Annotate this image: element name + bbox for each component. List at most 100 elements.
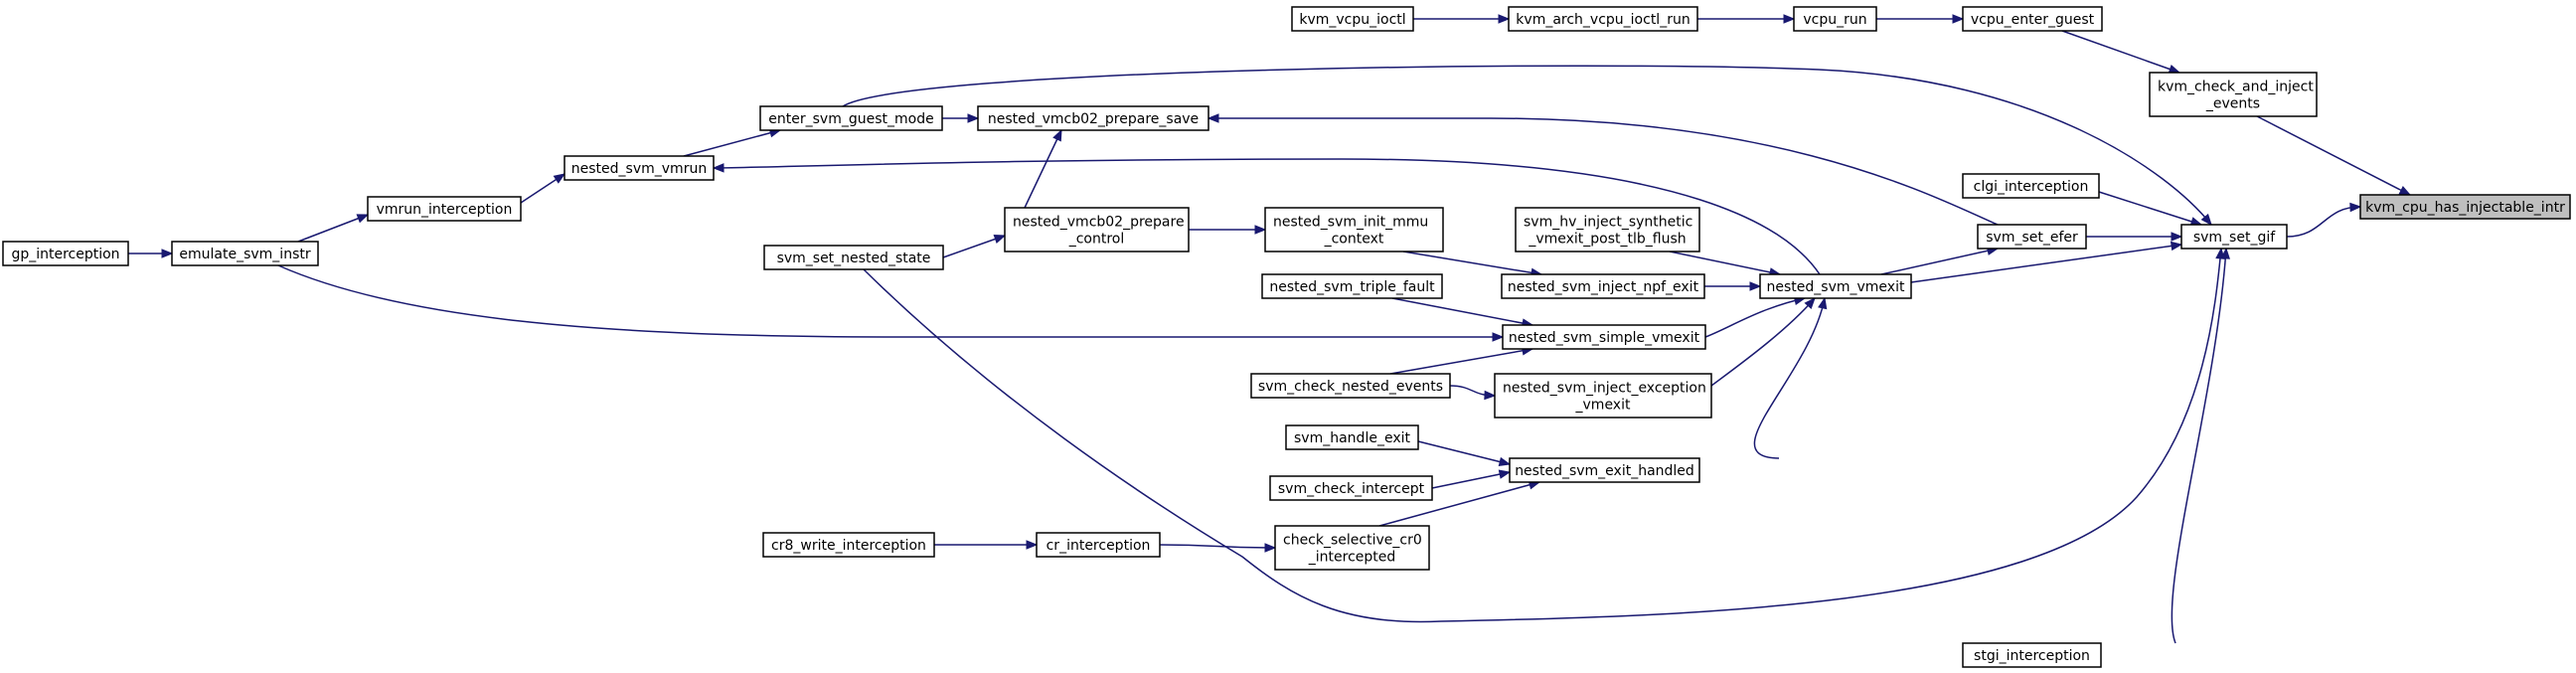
node-nested-svm-init-mmu-context[interactable]: nested_svm_init_mmu_context — [1264, 207, 1444, 252]
edge-arrowhead — [1264, 543, 1277, 553]
node-clgi-interception[interactable]: clgi_interception — [1962, 173, 2100, 199]
edge-nested-svm-init-mmu-context-to-nested-svm-inject-npf-exit — [1402, 251, 1542, 275]
node-svm-set-gif[interactable]: svm_set_gif — [2180, 224, 2288, 250]
node-nested-vmcb02-prepare-save[interactable]: nested_vmcb02_prepare_save — [977, 105, 1209, 131]
node-vcpu-enter-guest[interactable]: vcpu_enter_guest — [1962, 6, 2103, 32]
node-svm-handle-exit[interactable]: svm_handle_exit — [1285, 424, 1419, 450]
node-gp-interception[interactable]: gp_interception — [2, 241, 129, 266]
edge-svm-handle-exit-to-nested-svm-exit-handled — [1417, 440, 1511, 465]
node-label: nested_svm_vmexit — [1767, 279, 1905, 295]
node-check-selective-cr0-intercepted[interactable]: check_selective_cr0_intercepted — [1274, 525, 1430, 571]
node-box — [1508, 6, 1698, 32]
node-label: kvm_arch_vcpu_ioctl_run — [1516, 12, 1690, 28]
edge-nested-svm-vmexit-to-nested-svm-vmrun — [713, 158, 1821, 275]
node-label: nested_vmcb02_prepare_save — [988, 111, 1199, 127]
node-label: nested_svm_init_mmu — [1273, 215, 1428, 231]
node-label: kvm_check_and_inject — [2158, 80, 2314, 95]
node-kvm-vcpu-ioctl[interactable]: kvm_vcpu_ioctl — [1291, 6, 1414, 32]
node-box — [171, 241, 319, 266]
edge-nested-svm-exit-handled-to-nested-svm-vmexit — [1753, 297, 1826, 459]
node-label: nested_svm_inject_exception — [1503, 381, 1706, 397]
edge-arrowhead — [1498, 14, 1511, 24]
node-svm-set-efer[interactable]: svm_set_efer — [1977, 224, 2087, 250]
edge-kvm-check-and-inject-events-to-kvm-cpu-has-injectable-intr — [2256, 115, 2411, 196]
node-box — [1004, 207, 1190, 252]
node-svm-set-nested-state[interactable]: svm_set_nested_state — [763, 245, 944, 270]
node-svm-check-nested-events[interactable]: svm_check_nested_events — [1250, 373, 1451, 399]
edge-arrowhead — [1484, 390, 1497, 401]
node-emulate-svm-instr[interactable]: emulate_svm_instr — [171, 241, 319, 266]
node-cr8-write-interception[interactable]: cr8_write_interception — [762, 532, 935, 558]
node-box — [977, 105, 1209, 131]
node-label: svm_check_intercept — [1278, 481, 1425, 497]
node-label: nested_vmcb02_prepare — [1013, 215, 1185, 231]
node-box — [1264, 207, 1444, 252]
edge-arrowhead — [1804, 296, 1816, 309]
node-label: kvm_vcpu_ioctl — [1299, 12, 1405, 28]
node-cr-interception[interactable]: cr_interception — [1036, 532, 1161, 558]
node-box — [763, 245, 944, 270]
node-box — [1962, 173, 2100, 199]
node-nested-svm-inject-npf-exit[interactable]: nested_svm_inject_npf_exit — [1501, 273, 1705, 299]
node-label: cr8_write_interception — [771, 538, 926, 554]
node-vcpu-run[interactable]: vcpu_run — [1793, 6, 1877, 32]
edge-svm-set-nested-state-to-svm-set-gif — [863, 248, 2222, 623]
node-nested-svm-vmexit[interactable]: nested_svm_vmexit — [1759, 273, 1912, 299]
node-enter-svm-guest-mode[interactable]: enter_svm_guest_mode — [759, 105, 943, 131]
edge-nested-svm-vmexit-to-svm-set-efer — [1880, 248, 1999, 275]
node-box — [1261, 273, 1443, 299]
edge-clgi-interception-to-svm-set-gif — [2098, 191, 2202, 226]
node-nested-svm-inject-exception-vmexit[interactable]: nested_svm_inject_exception_vmexit — [1494, 373, 1712, 419]
node-nested-svm-exit-handled[interactable]: nested_svm_exit_handled — [1509, 457, 1700, 483]
node-nested-svm-triple-fault[interactable]: nested_svm_triple_fault — [1261, 273, 1443, 299]
node-box — [762, 532, 935, 558]
node-label: _intercepted — [1308, 550, 1396, 566]
node-label: nested_svm_simple_vmexit — [1509, 330, 1700, 346]
edge-vcpu-enter-guest-to-kvm-check-and-inject-events — [2061, 30, 2180, 74]
node-label: check_selective_cr0 — [1283, 533, 1422, 549]
node-label: vcpu_run — [1803, 12, 1866, 28]
node-vmrun-interception[interactable]: vmrun_interception — [367, 196, 522, 222]
node-box — [2149, 72, 2318, 117]
edge-arrowhead — [553, 173, 566, 184]
node-box — [1250, 373, 1451, 399]
node-box — [1502, 324, 1706, 350]
edge-arrowhead — [967, 113, 980, 123]
node-label: enter_svm_guest_mode — [768, 111, 933, 127]
node-box — [1962, 6, 2103, 32]
node-svm-hv-inject-synthetic[interactable]: svm_hv_inject_synthetic_vmexit_post_tlb_… — [1515, 207, 1700, 252]
node-kvm-arch-vcpu-ioctl-run[interactable]: kvm_arch_vcpu_ioctl_run — [1508, 6, 1698, 32]
node-label: nested_svm_exit_handled — [1515, 463, 1694, 479]
edge-arrowhead — [1207, 113, 1219, 123]
edge-arrowhead — [1498, 456, 1512, 467]
node-kvm-cpu-has-injectable-intr[interactable]: kvm_cpu_has_injectable_intr — [2359, 194, 2571, 220]
node-box — [1501, 273, 1705, 299]
node-kvm-check-and-inject-events[interactable]: kvm_check_and_inject_events — [2149, 72, 2318, 117]
node-box — [2359, 194, 2571, 220]
node-box — [1285, 424, 1419, 450]
edge-arrowhead — [2170, 241, 2183, 252]
node-box — [2, 241, 129, 266]
node-nested-vmcb02-prepare-control[interactable]: nested_vmcb02_prepare_control — [1004, 207, 1190, 252]
edge-arrowhead — [1026, 540, 1039, 550]
node-svm-check-intercept[interactable]: svm_check_intercept — [1269, 475, 1433, 501]
edge-arrowhead — [1783, 14, 1796, 24]
edge-enter-svm-guest-mode-to-svm-set-gif — [842, 65, 2212, 226]
node-label: gp_interception — [11, 247, 119, 262]
node-box — [1494, 373, 1712, 419]
edge-nested-vmcb02-prepare-control-to-enter-svm-guest-mode — [1024, 129, 1062, 209]
edge-check-selective-cr0-intercepted-to-nested-svm-exit-handled — [1378, 481, 1540, 527]
edge-arrowhead — [2398, 185, 2412, 196]
node-label: _events — [2205, 96, 2260, 112]
node-stgi-interception[interactable]: stgi_interception — [1962, 642, 2102, 668]
node-label: svm_set_nested_state — [777, 251, 931, 266]
edge-svm-check-nested-events-to-nested-svm-simple-vmexit — [1389, 348, 1533, 375]
edge-nested-svm-triple-fault-to-nested-svm-simple-vmexit — [1391, 297, 1533, 326]
node-label: nested_svm_inject_npf_exit — [1508, 279, 1699, 295]
node-label: vcpu_enter_guest — [1971, 12, 2095, 28]
node-box — [1269, 475, 1433, 501]
node-nested-svm-simple-vmexit[interactable]: nested_svm_simple_vmexit — [1502, 324, 1706, 350]
node-nested-svm-vmrun[interactable]: nested_svm_vmrun — [564, 155, 715, 181]
edge-arrowhead — [1749, 281, 1762, 291]
